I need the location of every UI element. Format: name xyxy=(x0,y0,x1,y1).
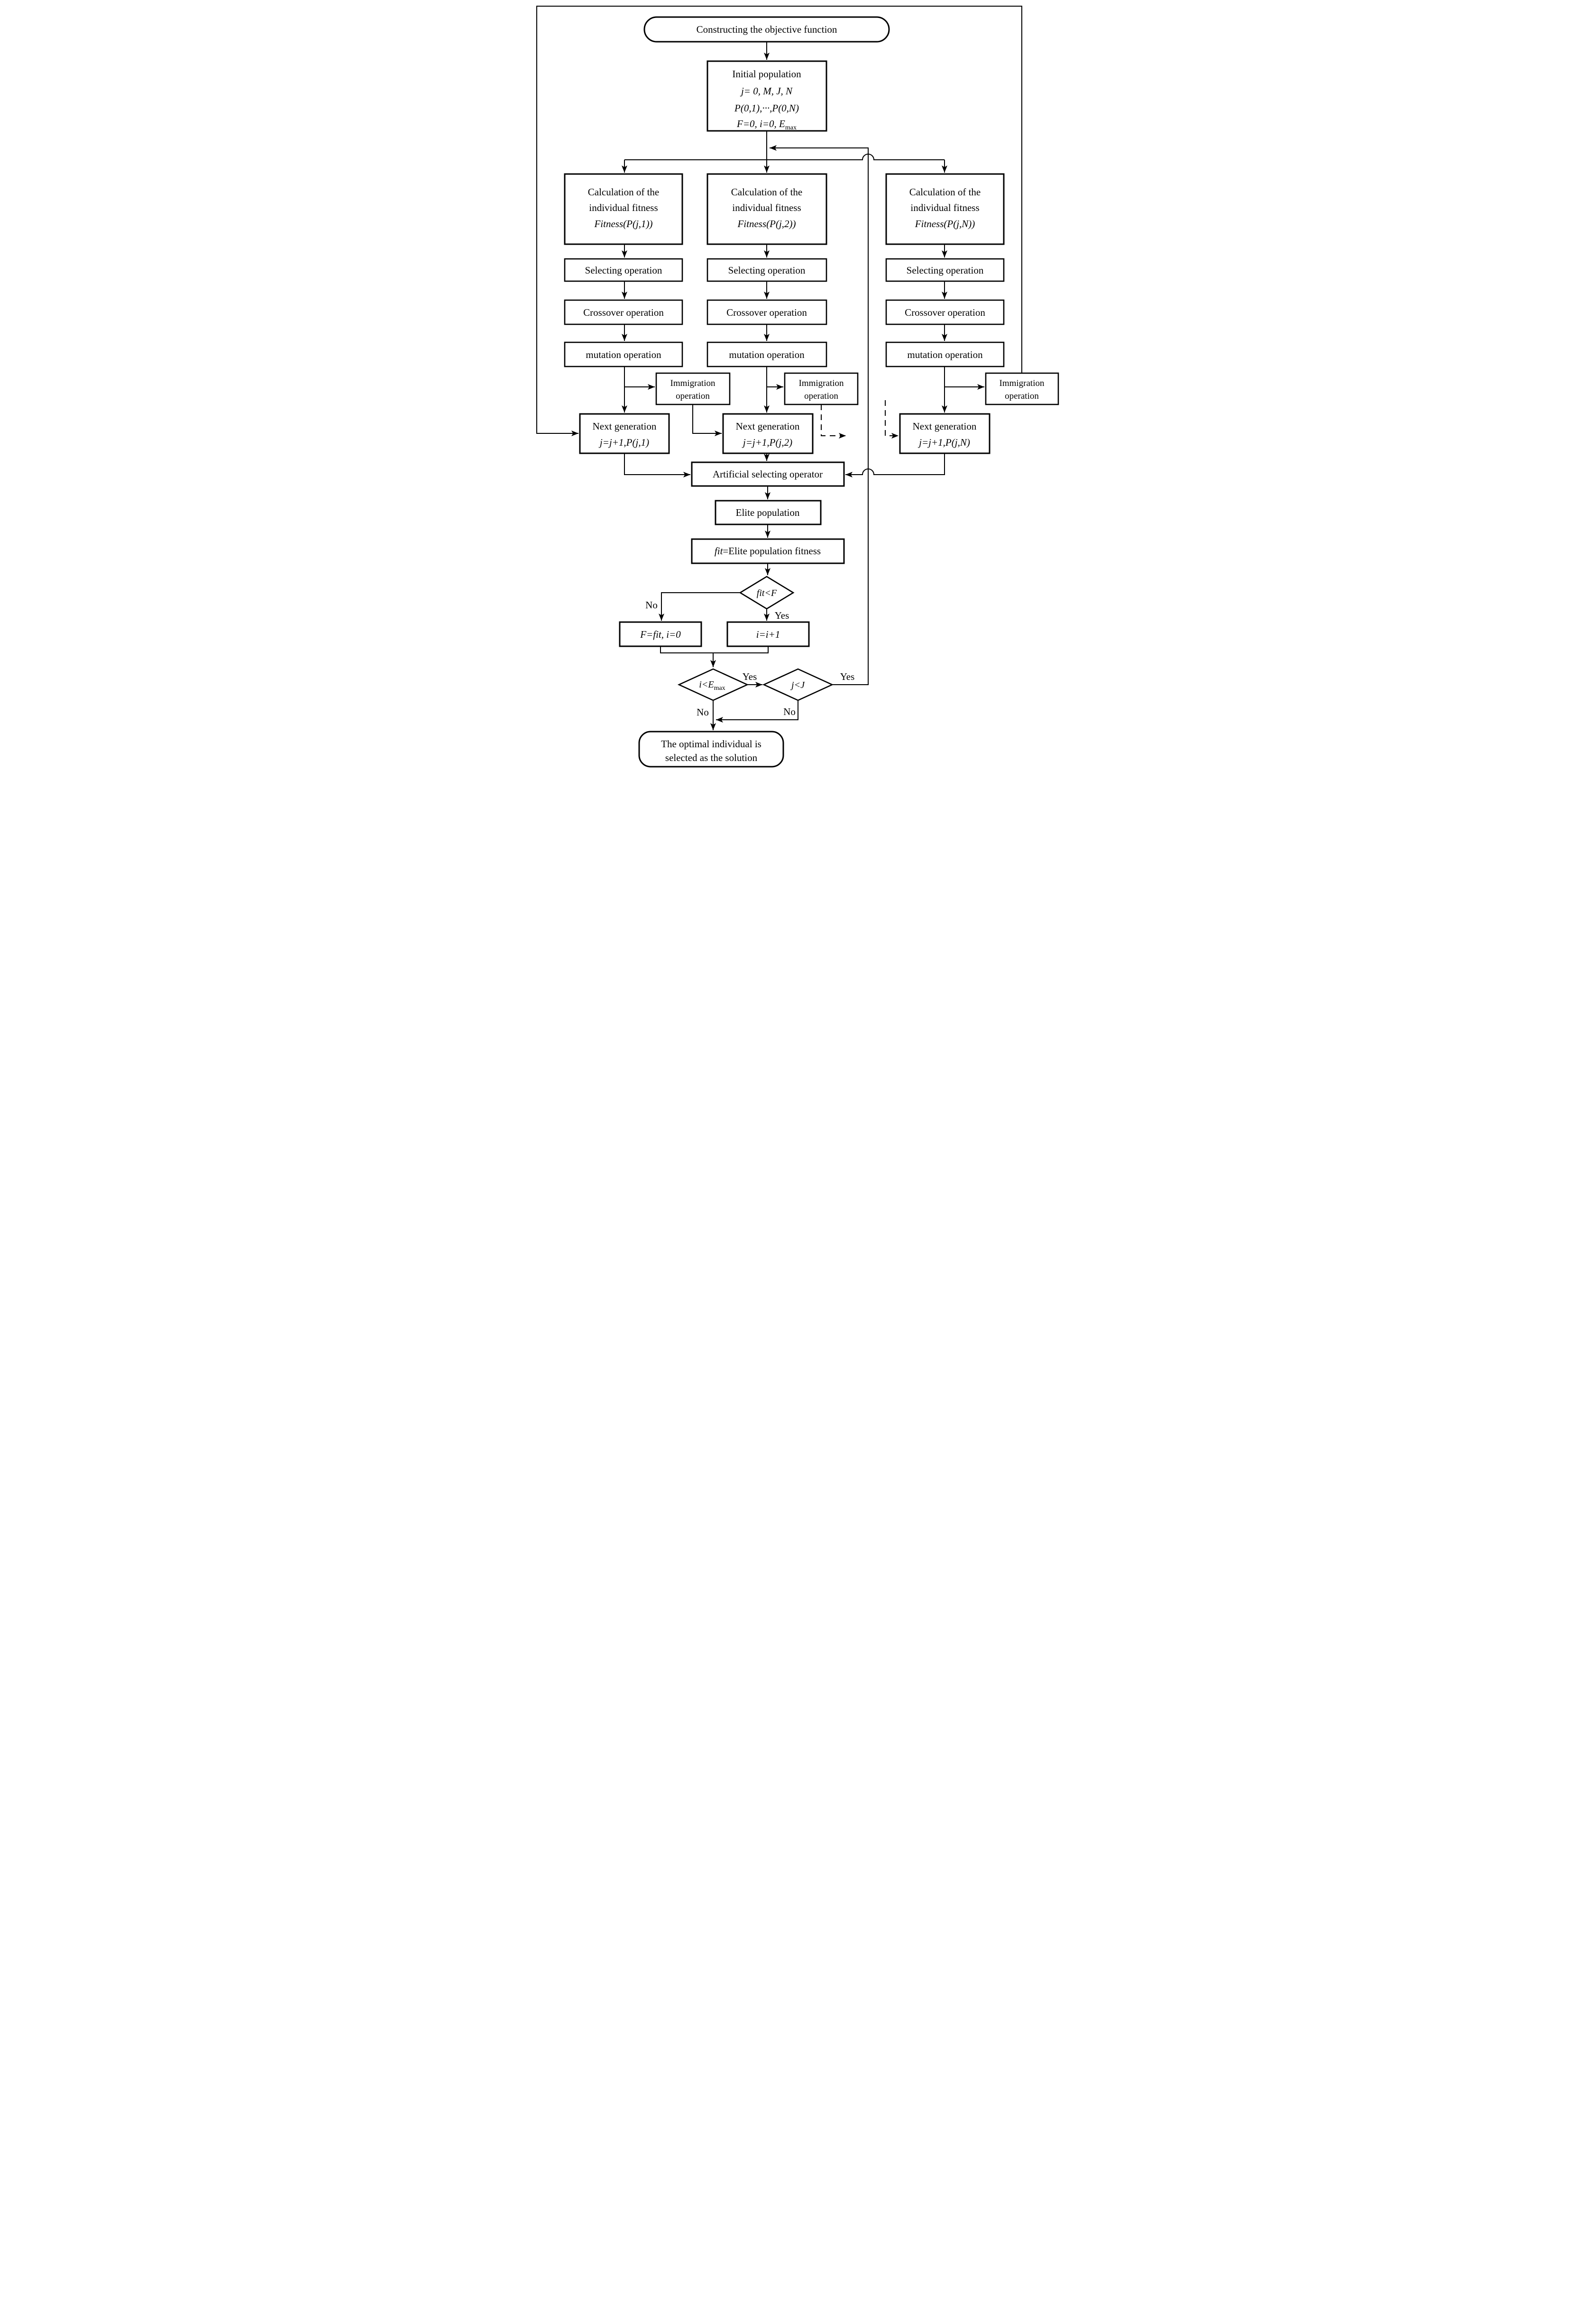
crossover1-label: Crossover operation xyxy=(583,307,664,318)
nextgen-box-2 xyxy=(722,413,814,454)
immigration1-line2: operation xyxy=(676,391,710,401)
jJ-yes-label: Yes xyxy=(840,671,855,682)
selecting-box-3 xyxy=(885,258,1005,282)
selecting1-label: Selecting operation xyxy=(585,265,662,276)
crossover3-label: Crossover operation xyxy=(905,307,985,318)
artificial-label: Artificial selecting operator xyxy=(713,468,823,480)
calc1-line1: Calculation of the xyxy=(588,186,659,198)
edge-jJ-yes-feedback xyxy=(770,145,869,685)
artificial-selecting-box xyxy=(691,461,845,487)
nextgen2-line2: j=j+1,P(j,2) xyxy=(742,437,792,448)
edge-next3-artificial xyxy=(845,453,945,477)
i-increment-box xyxy=(726,621,810,647)
nextgen3-line2: j=j+1,P(j,N) xyxy=(917,437,970,448)
nextgen2-line1: Next generation xyxy=(736,421,800,432)
f-reset-label: F=fit, i=0 xyxy=(640,629,681,640)
edge-dashed-into-nextN xyxy=(885,400,899,439)
terminal-line2: selected as the solution xyxy=(665,752,758,763)
start-terminator xyxy=(643,16,890,43)
mutation-box-1 xyxy=(564,341,683,367)
calc-box-2 xyxy=(706,173,827,245)
calc3-line3: Fitness(P(j,N)) xyxy=(915,218,975,229)
calc-box-1 xyxy=(564,173,683,245)
edge-immigrationN-ring-next1 xyxy=(536,6,1022,436)
jJ-no-label: No xyxy=(783,706,796,717)
immigration-box-1 xyxy=(655,372,731,405)
flowchart-canvas: Constructing the objective function Init… xyxy=(536,6,1059,768)
flowchart-page: Constructing the objective function Init… xyxy=(532,0,1064,773)
immigration-box-3 xyxy=(985,372,1059,405)
f-reset-box xyxy=(619,621,702,647)
edge-branch-line xyxy=(624,154,945,160)
nextgen1-line1: Next generation xyxy=(593,421,657,432)
start-label: Constructing the objective function xyxy=(697,24,837,35)
calc3-line1: Calculation of the xyxy=(909,186,981,198)
immigration1-line1: Immigration xyxy=(670,378,715,388)
calc2-line2: individual fitness xyxy=(732,202,801,213)
initial-line2: j= 0, M, J, N xyxy=(740,85,793,97)
immigration3-line2: operation xyxy=(1005,391,1039,401)
calc1-line2: individual fitness xyxy=(589,202,658,213)
fitF-yes-label: Yes xyxy=(775,610,789,621)
i-increment-label: i=i+1 xyxy=(756,629,780,640)
initial-line1: Initial population xyxy=(732,68,801,80)
terminal-line1: The optimal individual is xyxy=(661,738,761,750)
calc2-line3: Fitness(P(j,2)) xyxy=(737,218,796,229)
decision-jJ-label: j<J xyxy=(790,680,805,690)
edge-immigration2-dashed xyxy=(821,404,846,439)
initial-line3: P(0,1),···,P(0,N) xyxy=(734,102,799,114)
decision-fitF-diamond xyxy=(739,576,795,610)
fit-assign-label: fit=Elite population fitness xyxy=(715,545,821,557)
edge-fitF-no xyxy=(659,592,740,621)
decision-iEmax-label: i<Emax xyxy=(699,679,725,692)
nextgen1-line2: j=j+1,P(j,1) xyxy=(598,437,649,448)
calc3-line2: individual fitness xyxy=(910,202,979,213)
calc1-line3: Fitness(P(j,1)) xyxy=(594,218,652,229)
decision-jJ-diamond xyxy=(762,668,834,701)
crossover-box-2 xyxy=(706,299,827,325)
edge-immigration1-next2 xyxy=(692,404,722,436)
elite-label: Elite population xyxy=(736,507,800,518)
calc2-line1: Calculation of the xyxy=(731,186,802,198)
mutation-box-3 xyxy=(885,341,1005,367)
decision-iEmax-diamond xyxy=(677,668,749,701)
nextgen-box-1 xyxy=(579,413,670,454)
selecting-box-1 xyxy=(564,258,683,282)
fitF-no-label: No xyxy=(645,599,658,611)
edge-jJ-no-merge xyxy=(716,700,798,723)
initial-line4: F=0, i=0, Emax xyxy=(736,118,797,131)
selecting2-label: Selecting operation xyxy=(728,265,806,276)
mutation1-label: mutation operation xyxy=(586,349,661,360)
nextgen3-line1: Next generation xyxy=(913,421,977,432)
immigration2-line1: Immigration xyxy=(799,378,844,388)
iEmax-yes-label: Yes xyxy=(743,671,757,682)
iEmax-no-label: No xyxy=(697,706,709,718)
crossover-box-3 xyxy=(885,299,1005,325)
elite-population-box xyxy=(715,500,822,525)
mutation3-label: mutation operation xyxy=(907,349,983,360)
initial-population-box xyxy=(706,60,827,132)
immigration-box-2 xyxy=(784,372,859,405)
crossover2-label: Crossover operation xyxy=(726,307,807,318)
immigration2-line2: operation xyxy=(804,391,838,401)
fit-assign-box xyxy=(691,538,845,564)
edge-next1-artificial xyxy=(624,453,690,477)
selecting-box-2 xyxy=(706,258,827,282)
selecting3-label: Selecting operation xyxy=(907,265,984,276)
decision-fitF-label: fit<F xyxy=(757,588,777,598)
calc-box-3 xyxy=(885,173,1005,245)
immigration3-line1: Immigration xyxy=(1000,378,1045,388)
crossover-box-1 xyxy=(564,299,683,325)
mutation-box-2 xyxy=(706,341,827,367)
edge-merge-horizontal xyxy=(660,646,769,653)
end-terminator xyxy=(638,731,784,768)
mutation2-label: mutation operation xyxy=(729,349,805,360)
nextgen-box-3 xyxy=(899,413,991,454)
